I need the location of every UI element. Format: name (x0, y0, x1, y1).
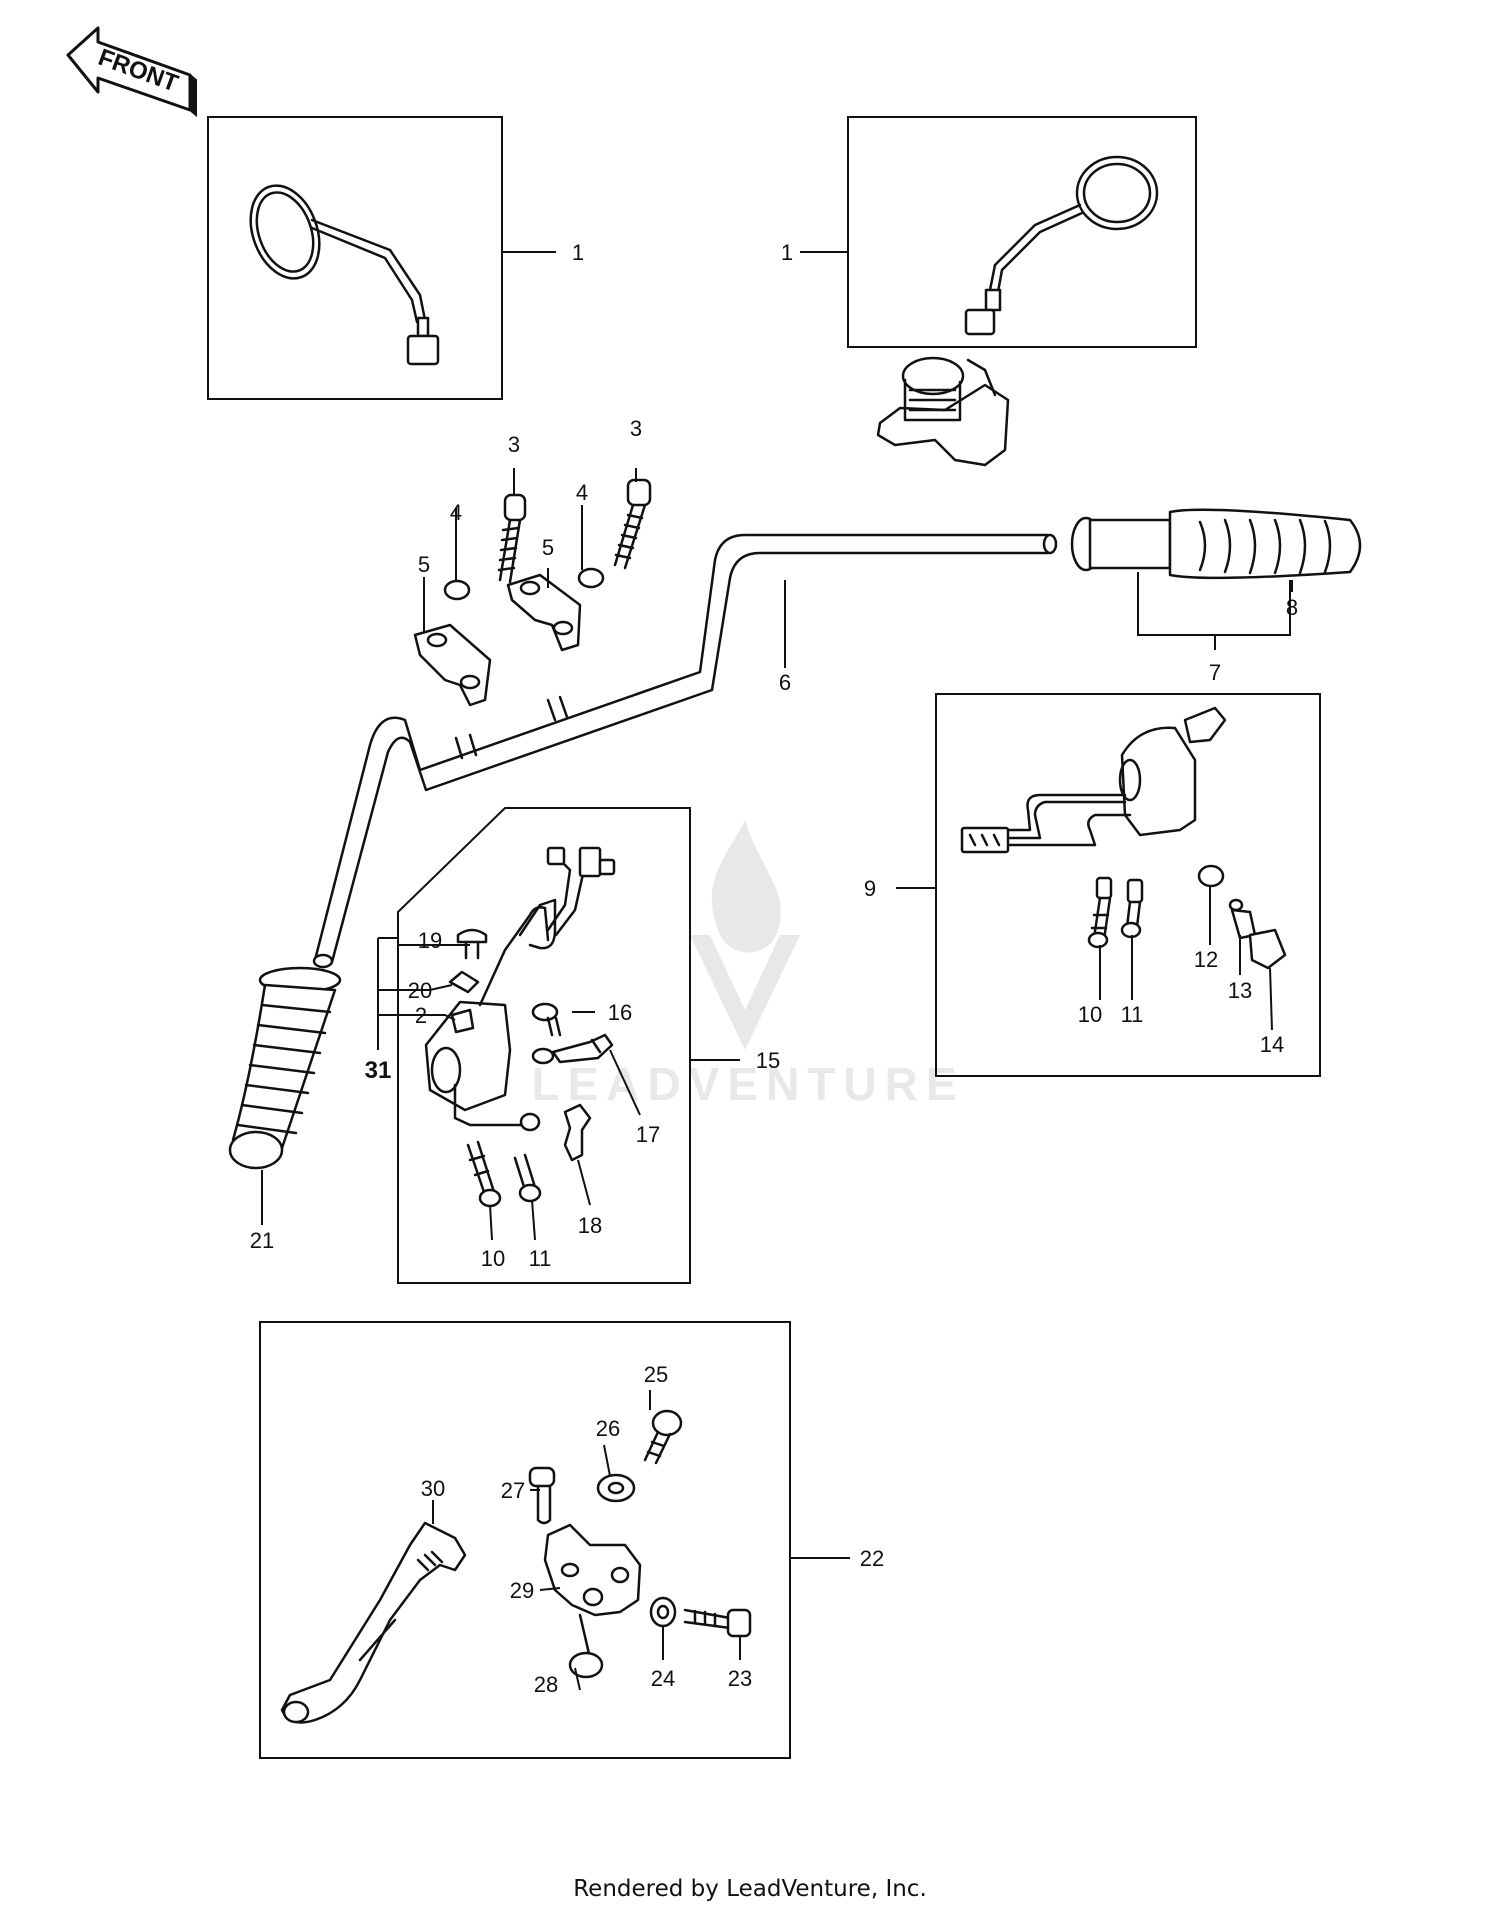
left-grip-part (228, 966, 342, 1170)
callout-25: 25 (644, 1362, 668, 1387)
left-mirror-part (249, 184, 440, 366)
clamp-bolt-left-part (497, 493, 527, 584)
callout-31: 31 (365, 1057, 392, 1084)
right-mirror-box (847, 116, 1197, 348)
callout-10-right: 10 (1078, 1002, 1102, 1027)
clutch-lever-part (280, 1521, 467, 1724)
callout-23: 23 (728, 1666, 752, 1691)
lever-18-part (563, 1103, 592, 1162)
callout-1-left: 1 (572, 240, 584, 265)
callout-15: 15 (756, 1048, 780, 1073)
callout-16: 16 (608, 1000, 632, 1025)
washer-left-part (443, 579, 471, 601)
callout-9: 9 (864, 876, 876, 901)
callout-21: 21 (250, 1228, 274, 1253)
callout-8: 8 (1286, 595, 1298, 620)
adjuster-bolt-25-part (643, 1409, 683, 1465)
screw-11-right-part (1120, 878, 1144, 939)
watermark: LEADVENTURE (531, 820, 964, 1110)
screw-11-left-part (513, 1153, 542, 1203)
pivot-bolt-27-part (528, 1466, 556, 1525)
callout-17: 17 (636, 1122, 660, 1147)
cap-14-part (1248, 928, 1287, 970)
adjuster-13-part (1228, 898, 1257, 940)
lever-bracket-part (543, 1523, 642, 1660)
callout-20: 20 (408, 978, 432, 1003)
callout-10-left: 10 (481, 1246, 505, 1271)
washer-right-part (577, 567, 605, 589)
callout-4-left: 4 (450, 500, 462, 525)
right-switch-box (935, 693, 1321, 1077)
left-switch-box (397, 807, 691, 1284)
callout-30: 30 (421, 1476, 445, 1501)
bolt-23-part (683, 1608, 752, 1638)
lever-17-part (531, 1033, 614, 1065)
clamp-left-part (413, 623, 492, 707)
callout-3-left: 3 (508, 432, 520, 457)
footer-credit: Rendered by LeadVenture, Inc. (573, 1876, 927, 1902)
left-mirror-box (207, 116, 503, 400)
callout-4-right: 4 (576, 480, 588, 505)
callout-14: 14 (1260, 1032, 1284, 1057)
callout-22: 22 (860, 1546, 884, 1571)
callout-5-right: 5 (542, 535, 554, 560)
lever-assembly-box (259, 1321, 791, 1759)
screw-16-part (531, 1002, 562, 1037)
callout-28: 28 (534, 1672, 558, 1697)
callout-13: 13 (1228, 978, 1252, 1003)
callout-7: 7 (1209, 660, 1221, 685)
nut-28-part (568, 1651, 604, 1679)
handlebar-part (312, 533, 1058, 969)
right-mirror-part (964, 155, 1159, 336)
screw-10-left-part (466, 1140, 502, 1208)
left-switch-housing-part (424, 846, 616, 1132)
right-switch-housing-part (960, 706, 1227, 854)
master-cylinder-part (876, 356, 1010, 467)
callout-2: 2 (415, 1003, 427, 1028)
front-arrow-icon: FRONT (66, 26, 197, 118)
spring-ring-part (1197, 864, 1225, 888)
callout-6: 6 (779, 670, 791, 695)
callout-24: 24 (651, 1666, 675, 1691)
callout-1-right: 1 (781, 240, 793, 265)
callout-19: 19 (418, 928, 442, 953)
callout-labels: 1 1 3 3 4 4 5 5 6 7 8 9 10 11 12 13 14 1… (250, 240, 1298, 1697)
callout-11-right: 11 (1121, 1002, 1144, 1027)
washer-24-part (649, 1596, 677, 1628)
clamp-right-part (506, 573, 582, 652)
watermark-text: LEADVENTURE (531, 1058, 964, 1110)
clamp-bolt-right-part (613, 478, 652, 570)
nut-20-part (448, 970, 480, 994)
callout-5-left: 5 (418, 552, 430, 577)
callout-12: 12 (1194, 947, 1218, 972)
screw-10-right-part (1087, 876, 1113, 949)
locknut-26-hole (607, 1481, 625, 1495)
callout-18: 18 (578, 1213, 602, 1238)
callout-11-left: 11 (529, 1246, 552, 1271)
callout-3-right: 3 (630, 416, 642, 441)
callout-26: 26 (596, 1416, 620, 1441)
screw-19-part (456, 928, 488, 960)
leader-lines (261, 251, 1293, 1691)
callout-29: 29 (510, 1578, 534, 1603)
callout-27: 27 (501, 1478, 525, 1503)
locknut-26-part (596, 1473, 636, 1503)
throttle-grip-part (1070, 508, 1362, 580)
